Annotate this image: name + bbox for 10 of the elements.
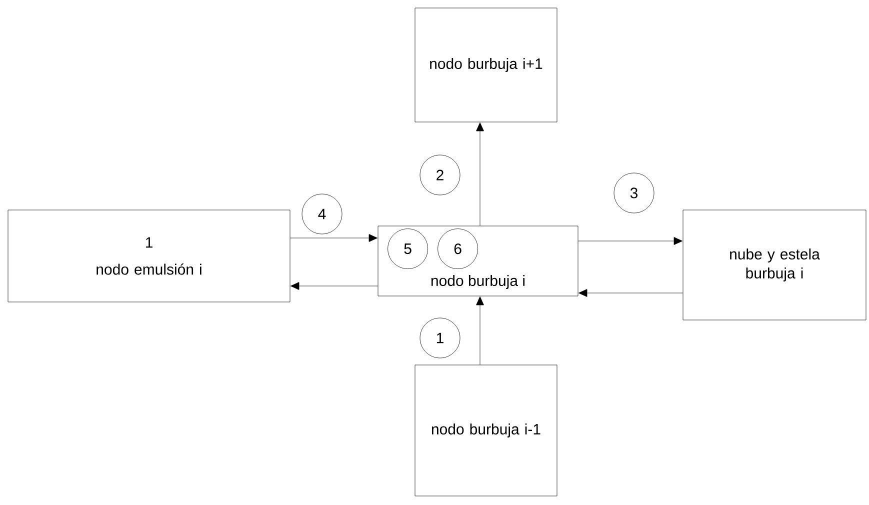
arrow [578, 289, 683, 297]
arrow [578, 237, 682, 245]
arrow [476, 296, 484, 365]
process-box: nube y estela burbuja i [682, 210, 866, 320]
process-box: 1 nodo emulsión i [8, 210, 290, 302]
arrow [476, 122, 484, 226]
process-box: nodo burbuja i-1 [414, 364, 558, 496]
arrow [290, 234, 378, 242]
arrow [290, 282, 378, 290]
process-box: nodo burbuja i+1 [414, 8, 558, 122]
